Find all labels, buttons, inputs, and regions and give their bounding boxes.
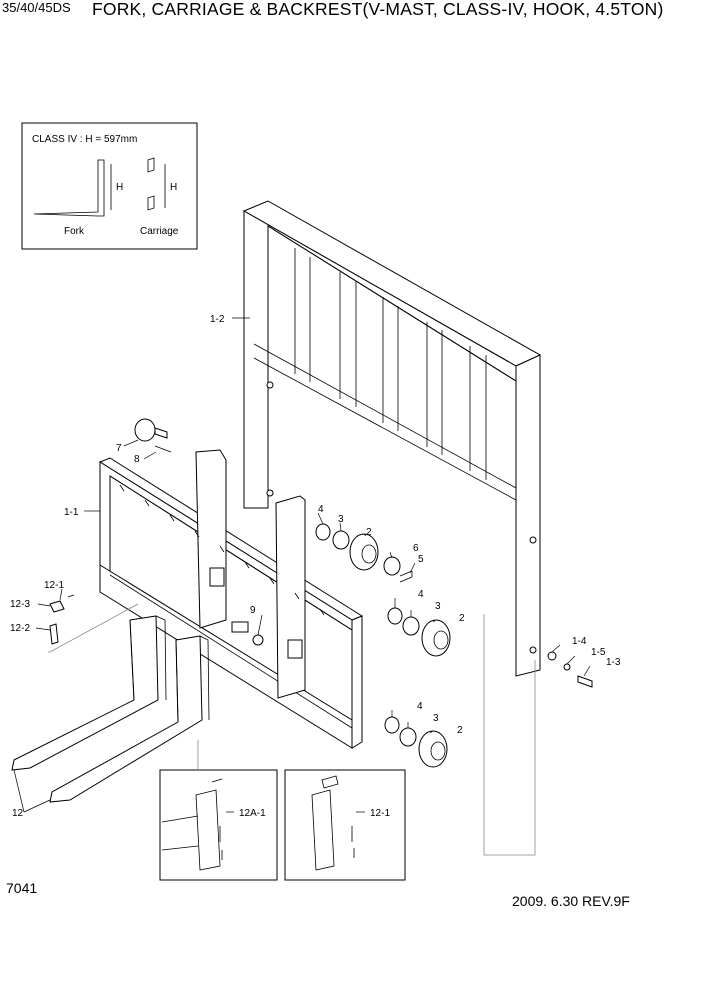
washer-top: [332, 530, 350, 550]
hook-detail-insets: [159, 769, 406, 881]
callout-3-low: 3: [433, 713, 439, 724]
load-backrest: [242, 200, 542, 677]
inset-carriage-top-bar: [147, 157, 155, 173]
callout-4-top: 4: [318, 504, 324, 515]
callout-9: 9: [250, 605, 256, 616]
callout-12a-1: 12A-1: [239, 808, 266, 819]
callout-4-low: 4: [417, 701, 423, 712]
callout-3-top: 3: [338, 514, 344, 525]
callout-3-mid: 3: [435, 601, 441, 612]
forks: [11, 615, 210, 803]
roller-top: [349, 533, 379, 571]
inset-fork-shape: [33, 159, 105, 217]
callout-12-2: 12-2: [10, 623, 30, 634]
callout-labels: 1-2 1-1 7 8 4 3 2 6 5 4 3 2 9 1-4 1-5 1-…: [10, 314, 621, 819]
carriage: [98, 449, 364, 749]
page-number: 7041: [6, 880, 38, 896]
callout-1-3: 1-3: [606, 657, 621, 668]
inset-carriage-bottom-bar: [147, 195, 155, 211]
callout-backrest: 1-2: [210, 314, 225, 325]
callout-5: 5: [418, 554, 424, 565]
page-title: FORK, CARRIAGE & BACKREST(V-MAST, CLASS-…: [92, 0, 664, 19]
inset-fork-dim: H: [116, 182, 123, 193]
inset-carriage-label: Carriage: [140, 226, 179, 237]
callout-1-4: 1-4: [572, 636, 587, 647]
callout-8: 8: [134, 454, 140, 465]
callout-1-5: 1-5: [591, 647, 606, 658]
reference-bracket: [483, 614, 536, 856]
callout-2-mid: 2: [459, 613, 465, 624]
callout-2-top: 2: [366, 527, 372, 538]
inset-fork-label: Fork: [64, 226, 85, 237]
callout-7: 7: [116, 443, 122, 454]
callout-4-mid: 4: [418, 589, 424, 600]
callout-12-1-inset: 12-1: [370, 808, 390, 819]
callout-12-1: 12-1: [44, 580, 64, 591]
shim-top: [315, 523, 331, 541]
callout-carriage: 1-1: [64, 507, 79, 518]
class-label: CLASS IV : H = 597mm: [32, 134, 137, 145]
leader-lines: [13, 317, 591, 856]
callout-12: 12: [12, 808, 24, 819]
revision-date: 2009. 6.30 REV.9F: [512, 893, 630, 909]
callout-12-3: 12-3: [10, 599, 30, 610]
screw: [399, 570, 413, 583]
plate: [383, 556, 401, 576]
callout-2-low: 2: [457, 725, 463, 736]
inset-carriage-dim: H: [170, 182, 177, 193]
roller-assemblies: [49, 418, 593, 768]
model-code: 35/40/45DS: [2, 0, 71, 15]
class-inset: CLASS IV : H = 597mm H Fork H Carriage: [21, 122, 198, 250]
callout-6: 6: [413, 543, 419, 554]
